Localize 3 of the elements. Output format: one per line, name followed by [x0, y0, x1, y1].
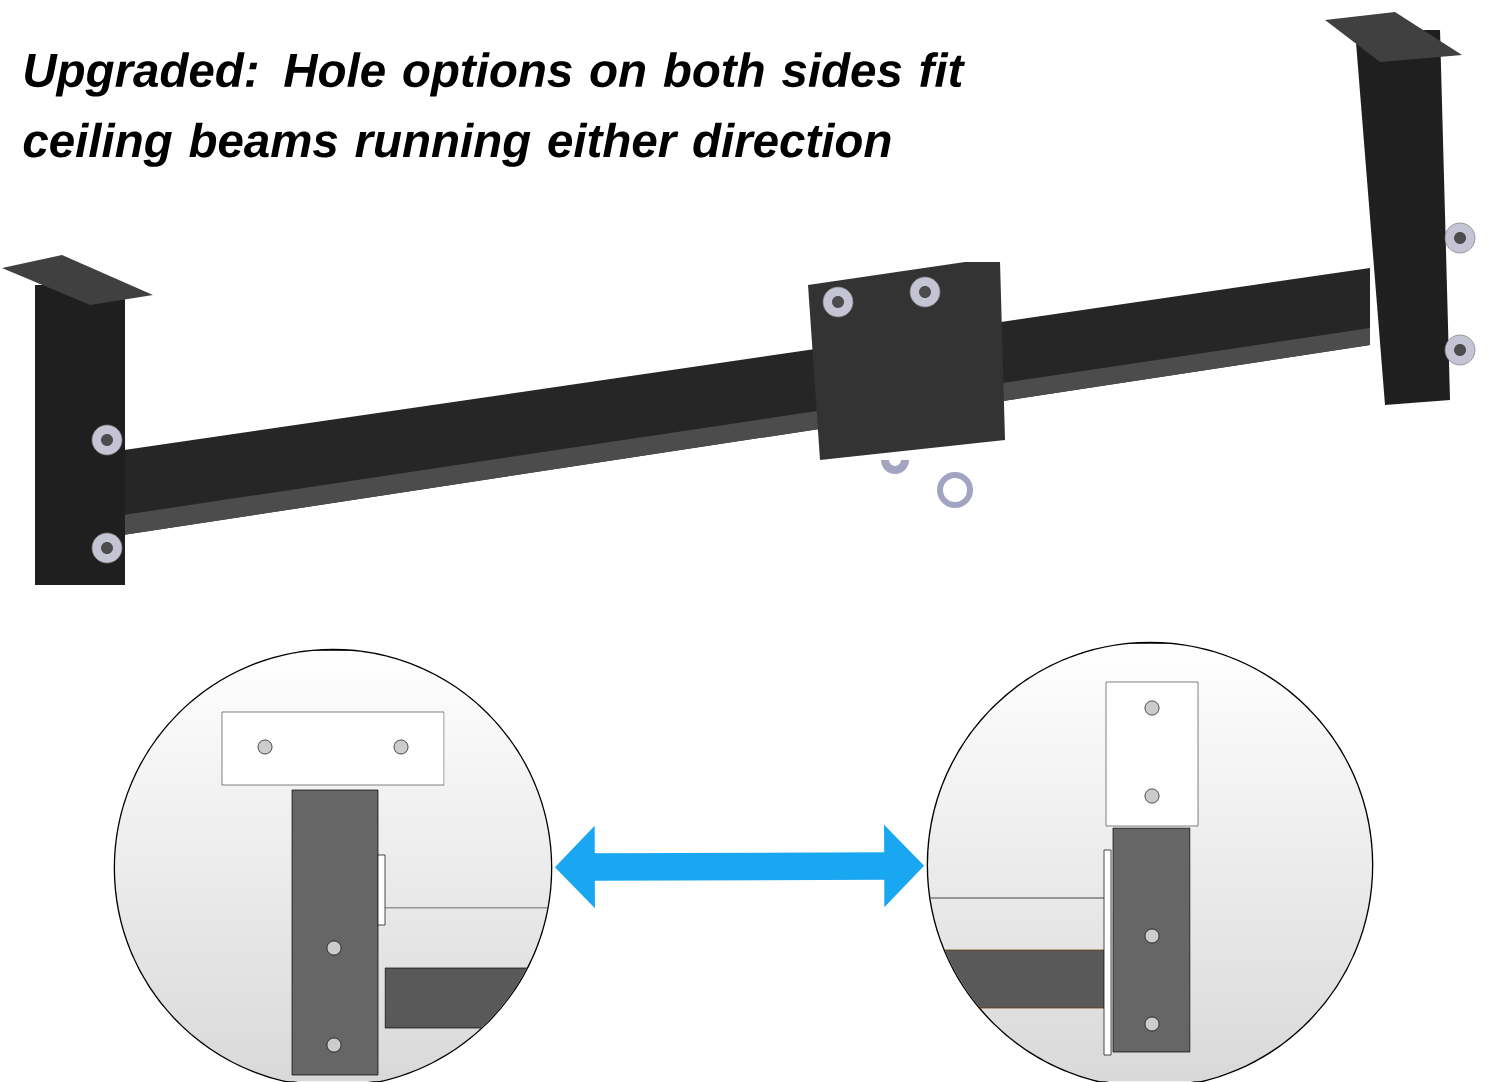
detail-view: [113, 648, 553, 1082]
detail-view: [926, 641, 1374, 1082]
title: Upgraded: Hole options on both sides fit ceiling beams running either direction: [23, 52, 965, 167]
